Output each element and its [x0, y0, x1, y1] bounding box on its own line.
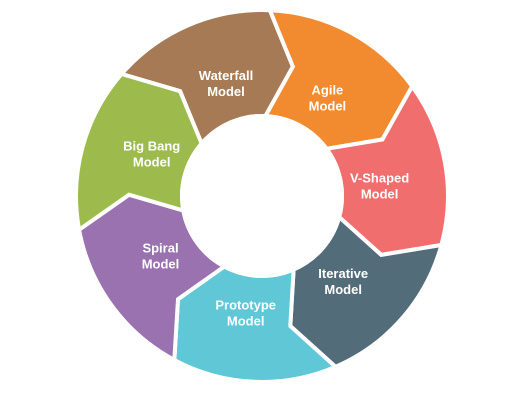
label-waterfall-line: Model — [207, 84, 245, 99]
label-iterative-line: Iterative — [318, 266, 368, 281]
label-v-shaped-line: Model — [361, 186, 399, 201]
label-big-bang-line: Big Bang — [123, 139, 180, 154]
label-v-shaped-line: V-Shaped — [350, 170, 409, 185]
label-prototype-line: Model — [227, 313, 265, 328]
label-waterfall-line: Waterfall — [199, 68, 253, 83]
center-hole — [180, 114, 344, 278]
label-spiral-line: Spiral — [142, 241, 178, 256]
label-agile-line: Model — [309, 98, 347, 113]
cycle-segments — [74, 8, 450, 384]
label-prototype-line: Prototype — [215, 297, 276, 312]
label-big-bang-line: Model — [133, 155, 171, 170]
label-agile-line: Agile — [312, 82, 344, 97]
label-spiral-line: Model — [142, 257, 180, 272]
label-iterative-line: Model — [324, 282, 362, 297]
